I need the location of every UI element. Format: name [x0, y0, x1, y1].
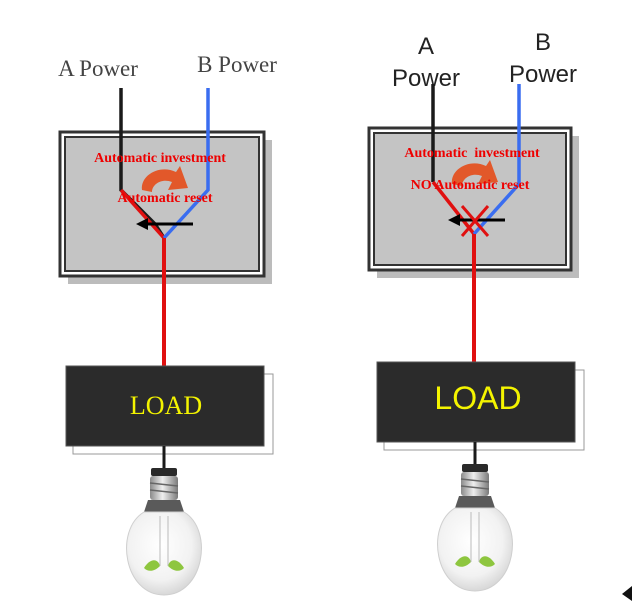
left-power-b-label: B Power: [197, 52, 277, 77]
left-wire-b: [162, 88, 210, 240]
right-diagram: A Power B Power Automatic investment: [367, 29, 585, 592]
right-switch-label-top: Automatic investment: [404, 146, 540, 161]
right-power-a-label-line2: Power: [392, 65, 460, 92]
right-load-label: LOAD: [434, 380, 521, 416]
right-wire-a-active: [431, 180, 476, 236]
left-switch-label-bottom: Automatic reset: [118, 191, 213, 206]
left-wire-a-active: [119, 188, 166, 240]
left-transfer-switch: [58, 130, 272, 284]
left-rotate-icon: [141, 166, 188, 192]
left-power-a-label: A Power: [58, 56, 138, 81]
right-blocked-x-icon: [460, 205, 490, 237]
right-switch-direction-arrow: [448, 214, 505, 226]
right-switch-label-bottom: NO Automatic reset: [411, 178, 530, 193]
right-rotate-icon: [451, 160, 498, 186]
left-bulb-icon: [126, 468, 202, 596]
left-diagram: A Power B Power Automatic investment Aut…: [58, 52, 277, 596]
right-power-b-label-line1: B: [535, 29, 551, 56]
right-transfer-switch: [367, 126, 579, 278]
right-load-box: [376, 361, 585, 451]
corner-mark: [622, 586, 632, 601]
left-load-label: LOAD: [130, 391, 202, 420]
right-bulb-icon: [437, 464, 513, 592]
right-power-a-label-line1: A: [418, 33, 434, 60]
left-load-box: [65, 365, 274, 455]
right-power-b-label-line2: Power: [509, 61, 577, 88]
left-switch-direction-arrow: [136, 218, 193, 230]
right-wire-b: [472, 84, 521, 236]
left-switch-label-top: Automatic investment: [94, 151, 226, 166]
